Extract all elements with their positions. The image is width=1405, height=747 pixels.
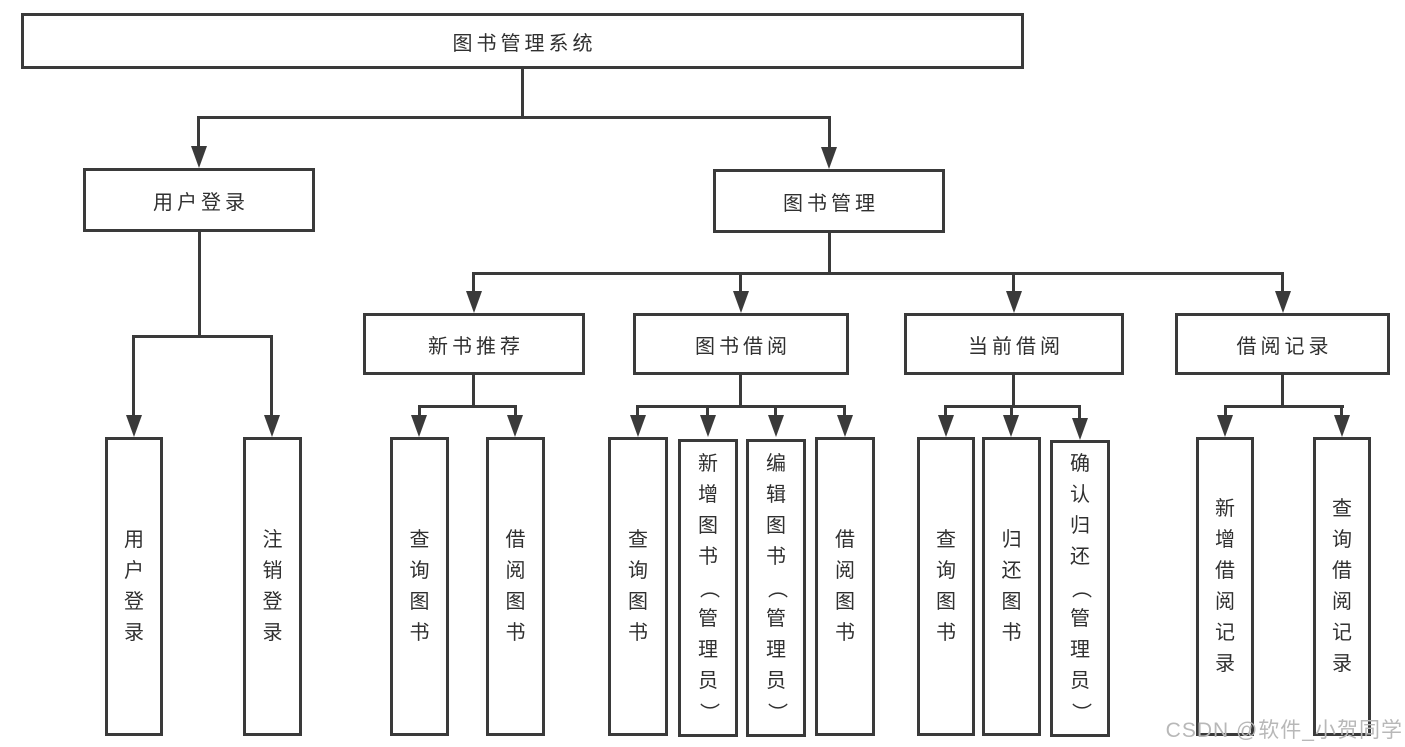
- arrowhead-to-bb-edit: [768, 415, 784, 437]
- node-new-book-rec: 新书推荐: [363, 313, 585, 375]
- connector-to-book-borrow-line: [739, 272, 742, 292]
- arrowhead-to-rec-borrow: [507, 415, 523, 437]
- leaf-bb-add-books: 新增图书（管理员）: [678, 439, 738, 737]
- node-current-borrow-label: 当前借阅: [968, 335, 1064, 358]
- leaf-bb-borrow-books: 借阅图书: [815, 437, 875, 736]
- node-book-mgmt-label: 图书管理: [783, 192, 879, 215]
- connector-to-bb-edit-line: [774, 405, 777, 417]
- arrowhead-to-bb-add: [700, 415, 716, 437]
- node-user-login-label: 用户登录: [153, 191, 249, 214]
- leaf-br-query-record: 查询借阅记录: [1313, 437, 1371, 736]
- connector-book-borrow-stem: [739, 375, 742, 405]
- connector-to-rec-query-line: [418, 405, 421, 417]
- node-current-borrow: 当前借阅: [904, 313, 1124, 375]
- connector-to-br-query-line: [1340, 405, 1343, 417]
- arrowhead-to-cb-query: [938, 415, 954, 437]
- leaf-rec-query-books: 查询图书: [390, 437, 449, 736]
- leaf-logout: 注销登录: [243, 437, 302, 736]
- arrowhead-to-book-borrow: [733, 291, 749, 313]
- leaf-user-login: 用户登录: [105, 437, 163, 736]
- connector-book-borrow-bar: [636, 405, 846, 408]
- node-new-book-rec-label: 新书推荐: [428, 335, 524, 358]
- arrowhead-to-leaf-user-login: [126, 415, 142, 437]
- node-book-borrow: 图书借阅: [633, 313, 849, 375]
- leaf-cb-return-books: 归还图书: [982, 437, 1041, 736]
- leaf-cb-confirm-return: 确认归还（管理员）: [1050, 440, 1110, 737]
- connector-to-current-borrow-line: [1012, 272, 1015, 292]
- connector-to-borrow-records-line: [1281, 272, 1284, 292]
- connector-to-bb-add-line: [706, 405, 709, 417]
- connector-to-new-book-rec-line: [472, 272, 475, 292]
- arrowhead-to-borrow-records: [1275, 291, 1291, 313]
- connector-level1-bar: [197, 116, 831, 119]
- node-root-label: 图书管理系统: [452, 32, 597, 55]
- arrowhead-to-br-add: [1217, 415, 1233, 437]
- node-borrow-records: 借阅记录: [1175, 313, 1390, 375]
- leaf-bb-edit-books: 编辑图书（管理员）: [746, 439, 806, 737]
- arrowhead-to-current-borrow: [1006, 291, 1022, 313]
- leaf-bb-query-books: 查询图书: [608, 437, 668, 736]
- connector-user-login-bar: [132, 335, 273, 338]
- arrowhead-to-new-book-rec: [466, 291, 482, 313]
- connector-to-leaf-user-login-line: [132, 335, 135, 417]
- leaf-rec-borrow-books: 借阅图书: [486, 437, 545, 736]
- leaf-br-add-record: 新增借阅记录: [1196, 437, 1254, 736]
- connector-to-leaf-logout-line: [270, 335, 273, 417]
- connector-to-rec-borrow-line: [514, 405, 517, 417]
- arrowhead-to-rec-query: [411, 415, 427, 437]
- connector-user-login-stem: [198, 232, 201, 335]
- node-user-login: 用户登录: [83, 168, 315, 232]
- connector-root-stem: [521, 69, 524, 118]
- node-root: 图书管理系统: [21, 13, 1024, 69]
- arrowhead-to-cb-return: [1003, 415, 1019, 437]
- connector-to-bb-query-line: [636, 405, 639, 417]
- connector-current-borrow-stem: [1012, 375, 1015, 405]
- node-book-mgmt: 图书管理: [713, 169, 945, 233]
- arrowhead-to-bb-borrow: [837, 415, 853, 437]
- connector-book-mgmt-stem: [828, 233, 831, 272]
- connector-new-book-rec-bar: [418, 405, 517, 408]
- connector-to-cb-confirm-line: [1078, 405, 1081, 419]
- connector-borrow-records-bar: [1224, 405, 1344, 408]
- leaf-cb-query-books: 查询图书: [917, 437, 975, 736]
- csdn-watermark: CSDN @软件_小贺同学: [1165, 719, 1403, 742]
- connector-to-bb-borrow-line: [843, 405, 846, 417]
- arrowhead-to-book-mgmt: [821, 147, 837, 169]
- arrowhead-to-user-login: [191, 146, 207, 168]
- arrowhead-to-bb-query: [630, 415, 646, 437]
- connector-to-br-add-line: [1224, 405, 1227, 417]
- node-book-borrow-label: 图书借阅: [695, 335, 791, 358]
- connector-to-cb-query-line: [944, 405, 947, 417]
- arrowhead-to-leaf-logout: [264, 415, 280, 437]
- connector-to-cb-return-line: [1010, 405, 1013, 417]
- arrowhead-to-cb-confirm: [1072, 418, 1088, 440]
- connector-level3-bar: [472, 272, 1283, 275]
- connector-to-user-login-line: [197, 116, 200, 149]
- arrowhead-to-br-query: [1334, 415, 1350, 437]
- connector-new-book-rec-stem: [472, 375, 475, 405]
- node-borrow-records-label: 借阅记录: [1236, 335, 1333, 358]
- connector-borrow-records-stem: [1281, 375, 1284, 405]
- connector-to-book-mgmt-line: [828, 116, 831, 150]
